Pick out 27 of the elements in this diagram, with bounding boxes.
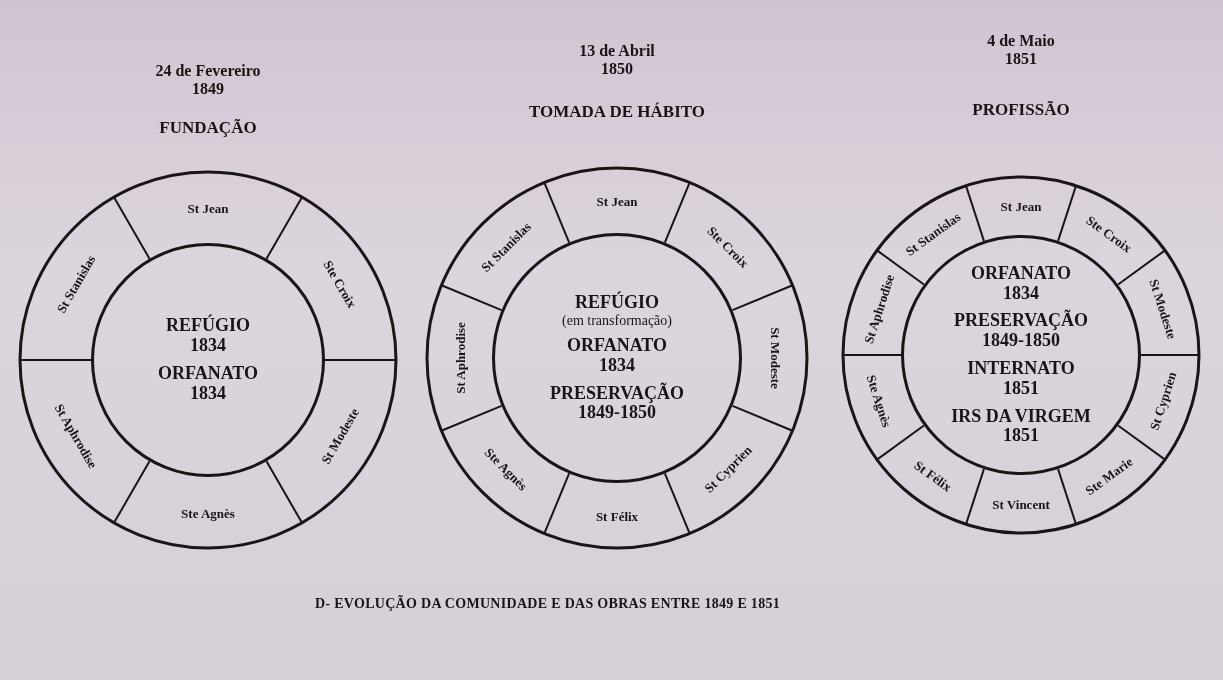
stage-heading: PROFISSÃO <box>971 100 1071 120</box>
center-text: ORFANATO 1834 <box>158 364 258 404</box>
segment-label: St Jean <box>596 194 638 207</box>
segment-label: Ste Agnès <box>181 506 235 519</box>
segment-label: St Jean <box>187 201 229 214</box>
date-heading: 24 de Fevereiro 1849 <box>154 62 262 99</box>
date-heading: 13 de Abril 1850 <box>578 42 656 79</box>
center-text: ORFANATO 1834 <box>971 263 1071 304</box>
segment-label: St Cyprien <box>1147 370 1179 432</box>
segment-label: St Jean <box>1000 199 1042 213</box>
segment-label: St Modeste <box>768 327 781 389</box>
date-heading: 4 de Maio 1851 <box>986 32 1056 69</box>
center-text: REFÚGIO 1834 <box>166 316 250 356</box>
center-text: PRESERVAÇÃO 1849-1850 <box>549 383 685 424</box>
center-text: REFÚGIO (em transformação) <box>562 292 672 328</box>
segment-label: St Aphrodise <box>453 322 466 394</box>
segment-label: St Modeste <box>1147 277 1179 341</box>
center-text: PRESERVAÇÃO 1849-1850 <box>953 311 1089 351</box>
segment-label: St Félix <box>595 509 639 522</box>
stage-heading: FUNDAÇÃO <box>158 118 258 138</box>
segment-label: St Vincent <box>992 497 1050 511</box>
center-text: IRS DA VIRGEM 1851 <box>951 406 1091 447</box>
center-text: INTERNATO 1851 <box>967 359 1075 399</box>
stage-heading: TOMADA DE HÁBITO <box>528 102 706 122</box>
segment-label: Ste Agnès <box>864 373 894 429</box>
center-text: ORFANATO 1834 <box>567 336 667 376</box>
caption: D- EVOLUÇÃO DA COMUNIDADE E DAS OBRAS ENTRE 1849 E 1851 <box>315 596 781 612</box>
